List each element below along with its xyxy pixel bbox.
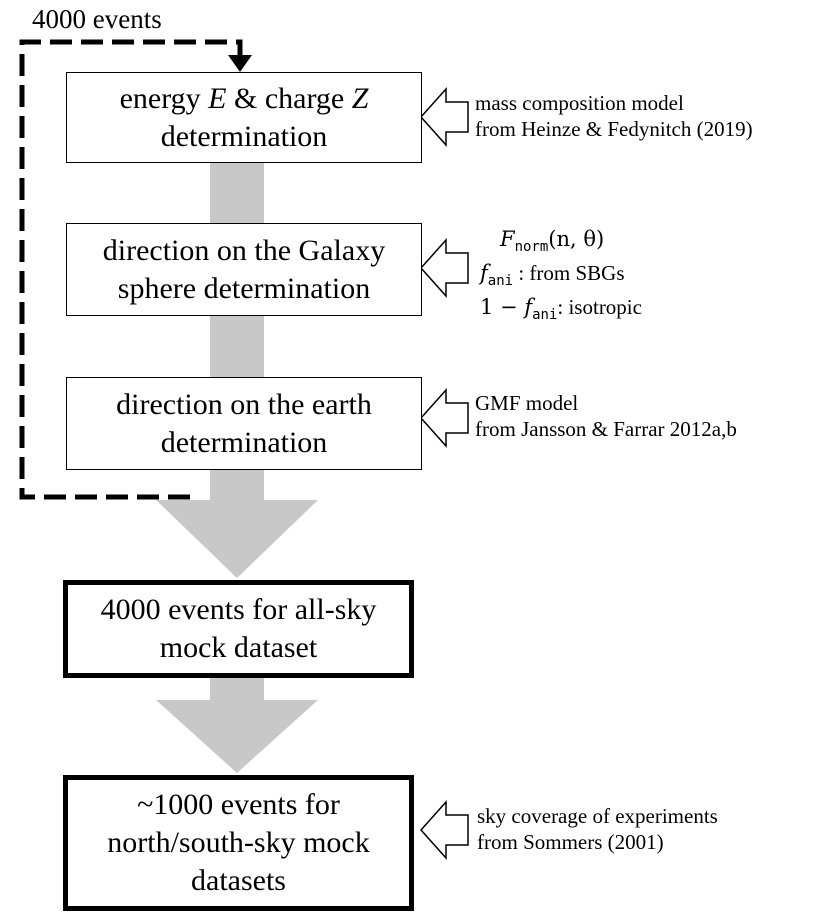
step-galaxy-direction-line2: sphere determination — [117, 271, 371, 305]
step-earth-direction-box: direction on the earth determination — [66, 377, 422, 470]
step-earth-direction-line2: determination — [160, 425, 328, 459]
step-energy-charge-line1: energy E & charge Z — [119, 81, 369, 115]
input-arrow-direction — [419, 238, 469, 298]
gmf-model-note: GMF model from Jansson & Farrar 2012a,b — [475, 390, 737, 442]
sky-coverage-line2: from Sommers (2001) — [477, 830, 664, 854]
input-arrow-gmf — [419, 388, 469, 448]
loop-label: 4000 events — [32, 4, 162, 34]
flow-arrow-to-allsky — [156, 470, 318, 578]
fani-sbg-line: fani : from SBGs — [480, 261, 625, 290]
allsky-dataset-box: 4000 events for all-sky mock dataset — [63, 580, 414, 678]
allsky-dataset-line1: 4000 events for all-sky — [100, 593, 377, 626]
input-arrow-mass — [419, 87, 469, 147]
fnorm-formula: Fnorm(n, θ) — [500, 227, 605, 256]
mass-model-line1: mass composition model — [475, 91, 684, 115]
input-arrow-sky — [419, 800, 469, 860]
sky-coverage-note: sky coverage of experiments from Sommers… — [477, 803, 718, 855]
flow-arrow-to-northsouth — [156, 677, 318, 773]
isotropic-line: 1 − fani: isotropic — [480, 295, 642, 324]
mass-model-note: mass composition model from Heinze & Fed… — [475, 90, 753, 142]
gmf-model-line1: GMF model — [475, 391, 579, 415]
northsouth-dataset-line1: ~1000 events for — [137, 788, 340, 821]
flow-shaft-1 — [210, 162, 264, 224]
northsouth-dataset-line3: datasets — [191, 864, 286, 897]
mass-model-line2: from Heinze & Fedynitch (2019) — [475, 117, 753, 141]
step-energy-charge-line2: determination — [160, 119, 328, 153]
step-galaxy-direction-box: direction on the Galaxy sphere determina… — [66, 223, 422, 316]
gmf-model-line2: from Jansson & Farrar 2012a,b — [475, 417, 737, 441]
direction-model-note: Fnorm(n, θ) fani : from SBGs 1 − fani: i… — [480, 226, 642, 329]
northsouth-dataset-line2: north/south-sky mock — [107, 826, 370, 859]
northsouth-dataset-box: ~1000 events for north/south-sky mock da… — [63, 775, 414, 911]
loop-dashed-line — [19, 39, 243, 500]
flow-shaft-2 — [210, 316, 264, 378]
loop-arrowhead — [228, 55, 252, 72]
step-earth-direction-line1: direction on the earth — [116, 387, 372, 421]
allsky-dataset-line2: mock dataset — [159, 631, 318, 664]
step-galaxy-direction-line1: direction on the Galaxy — [102, 233, 386, 267]
sky-coverage-line1: sky coverage of experiments — [477, 804, 718, 828]
step-energy-charge-box: energy E & charge Z determination — [66, 72, 422, 163]
